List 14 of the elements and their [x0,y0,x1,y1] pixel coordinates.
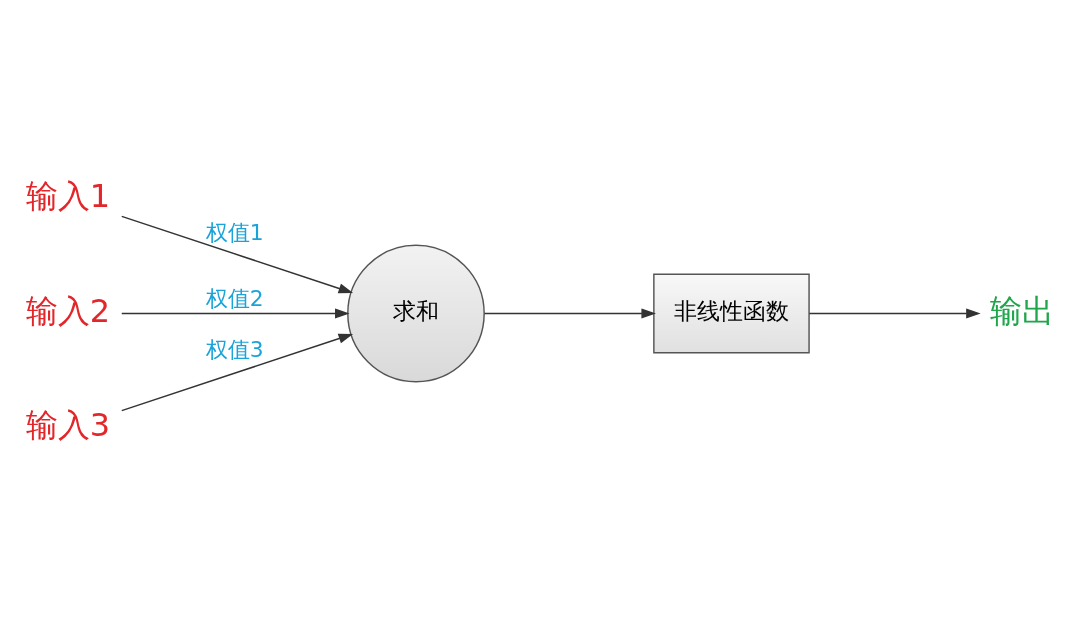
arrow [121,215,354,293]
arrow [121,333,354,411]
arrow [808,307,981,319]
node-text: 输入1 [25,176,111,215]
edge-label: 权值3 [205,336,264,362]
node-text: 输入2 [25,291,111,330]
edge-label: 权值2 [205,285,264,311]
arrow [121,307,350,319]
node-box: 非线性函数 [653,273,810,353]
node-circle: 求和 [347,244,485,382]
node-text: 输入3 [25,405,111,444]
arrow [483,307,656,319]
edge-label: 权值1 [205,219,264,245]
node-text: 输出 [990,291,1055,330]
